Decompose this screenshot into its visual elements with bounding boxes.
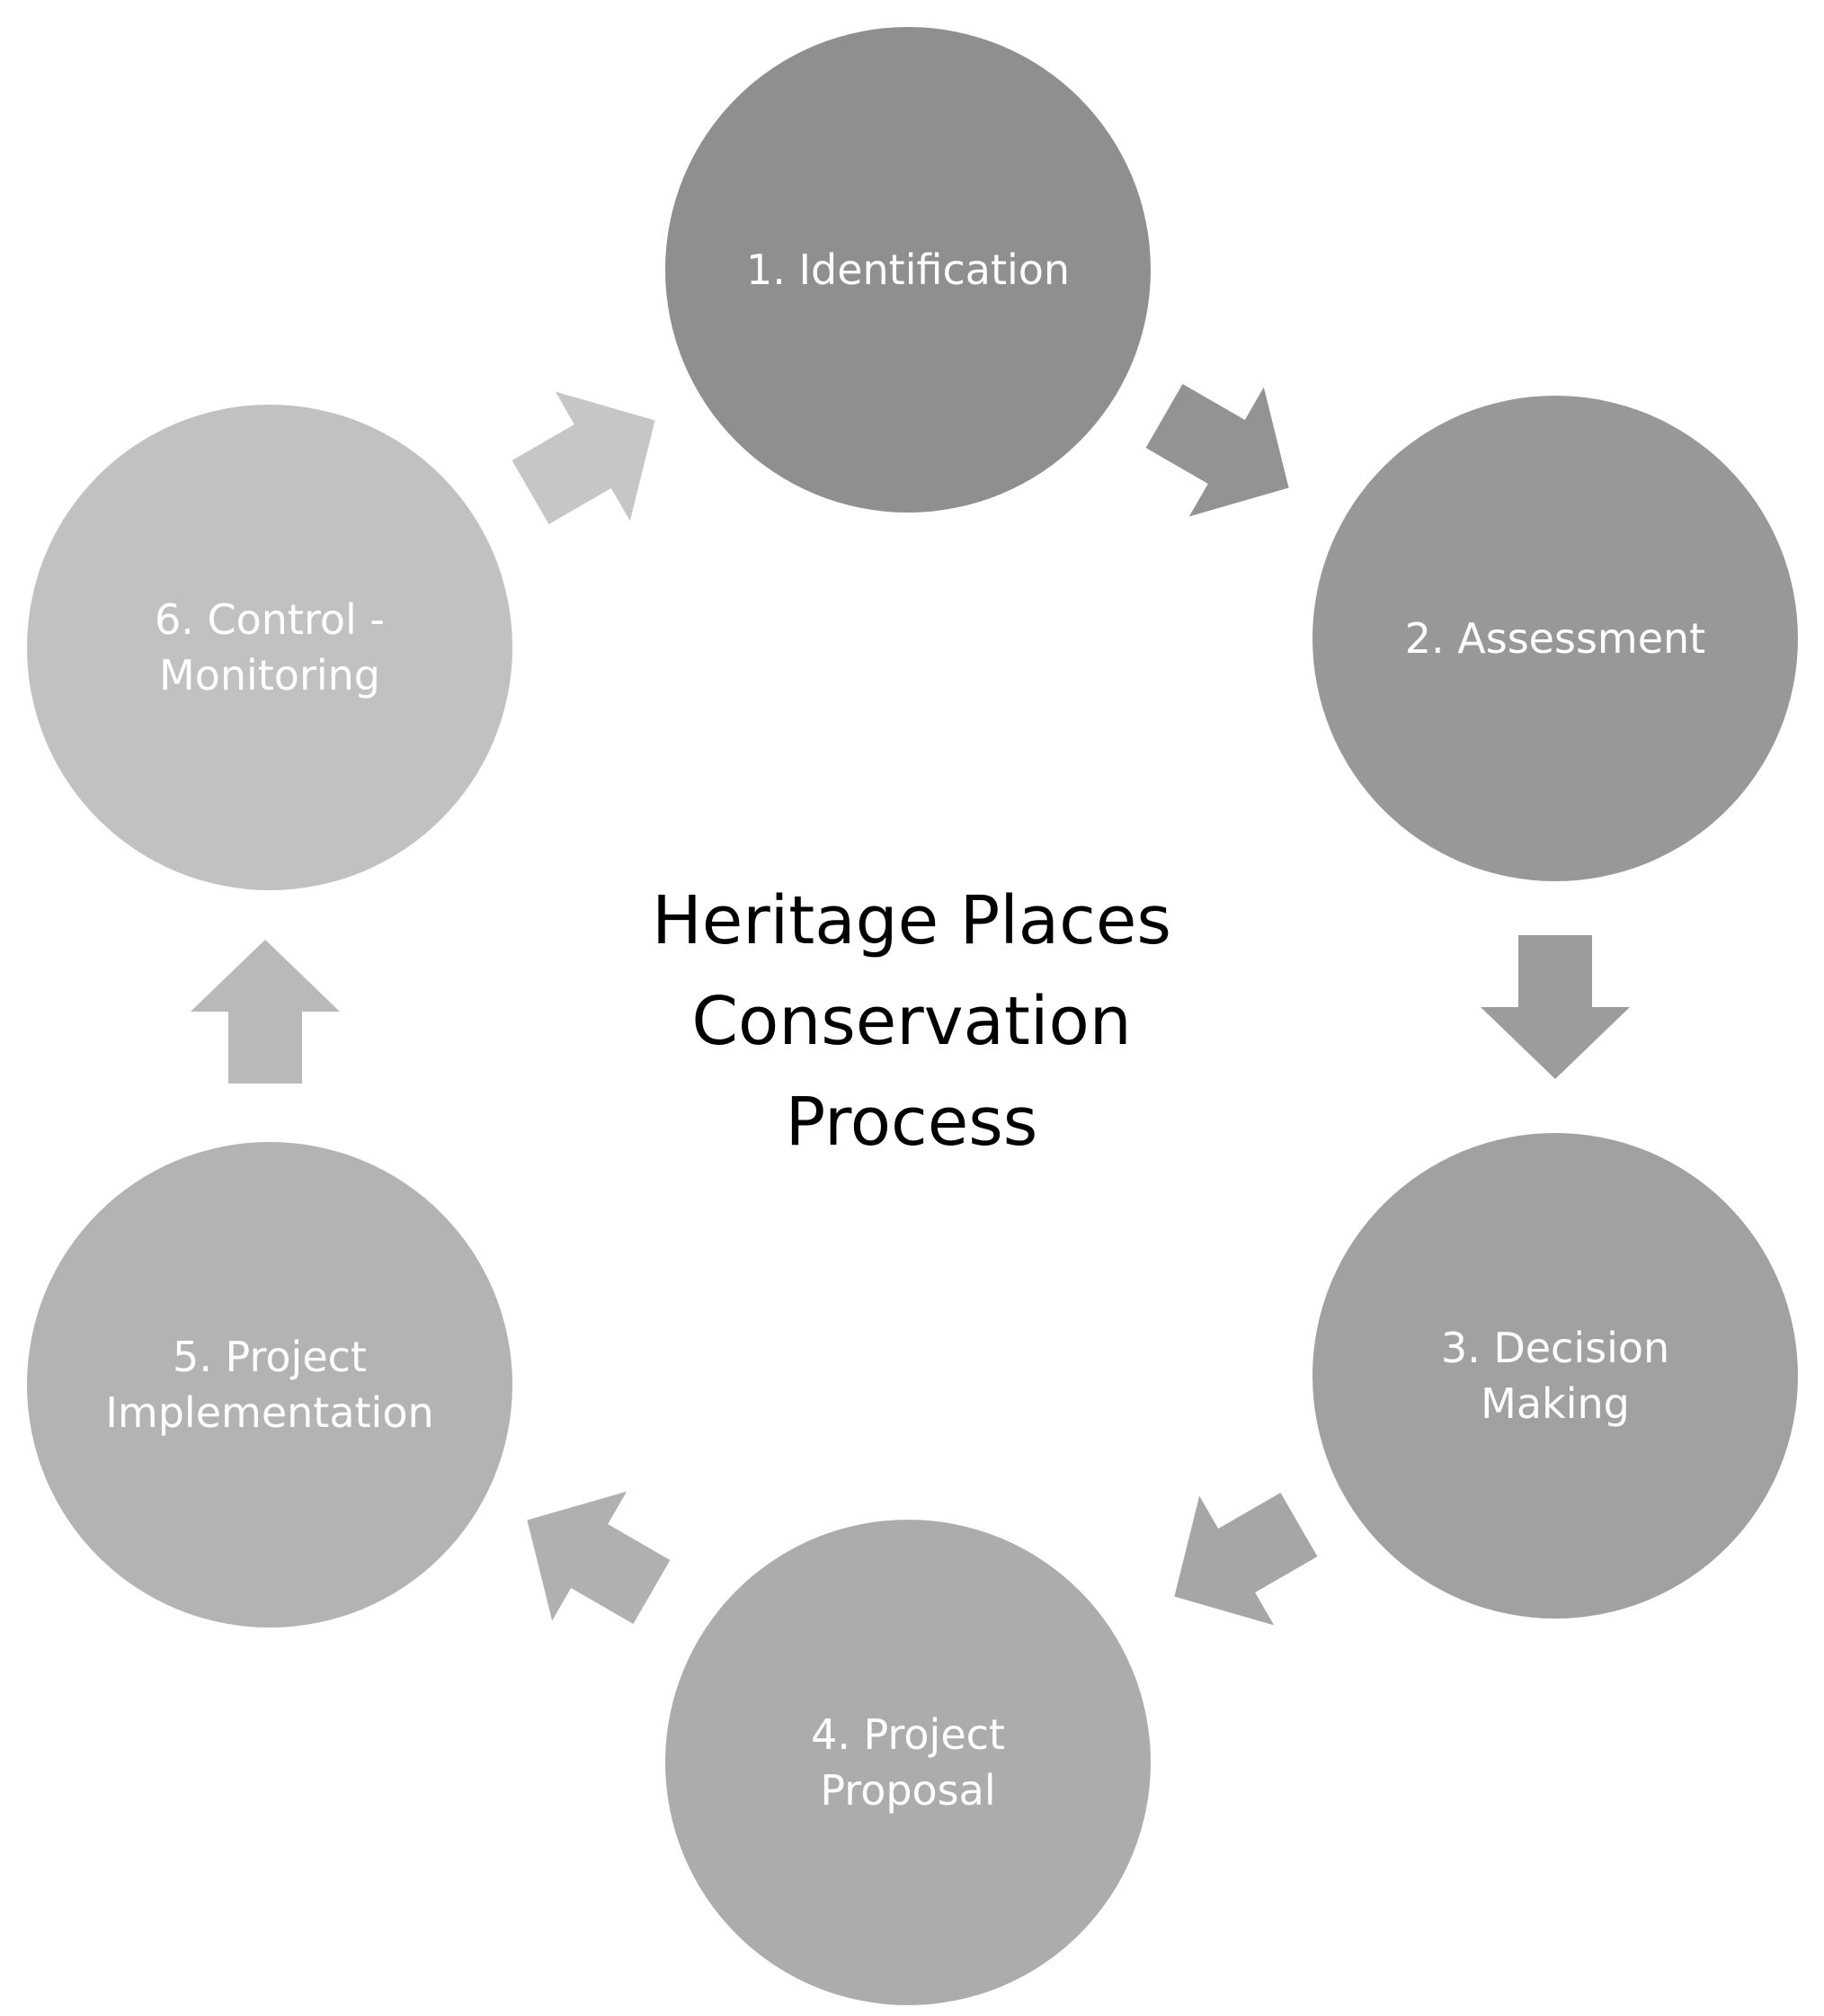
diagram-title: Heritage Places Conservation Process	[507, 870, 1316, 1173]
arrow-3-to-4	[1174, 1492, 1318, 1626]
step-decision-making: 3. Decision Making	[1312, 1133, 1798, 1619]
arrow-5-to-6	[191, 940, 340, 1084]
step-project-implementation: 5. Project Implementation	[27, 1142, 512, 1628]
step-decision-making-label-line-1: 3. Decision	[1440, 1324, 1670, 1372]
arrow-4-to-5	[527, 1491, 671, 1625]
step-project-proposal: 4. Project Proposal	[665, 1520, 1151, 2005]
arrow-6-to-1	[512, 391, 655, 525]
arrow-1-to-2	[1145, 383, 1289, 517]
step-control-monitoring-label-line-1: 6. Control -	[154, 595, 385, 644]
step-control-monitoring-label-line-2: Monitoring	[159, 651, 380, 700]
step-project-proposal-label-line-1: 4. Project	[811, 1710, 1005, 1759]
step-project-implementation-label-line-1: 5. Project	[173, 1333, 367, 1381]
diagram-title-line-2: Conservation	[691, 983, 1132, 1060]
arrow-2-to-3	[1481, 935, 1630, 1079]
step-decision-making-label-line-2: Making	[1481, 1379, 1630, 1428]
step-control-monitoring: 6. Control - Monitoring	[27, 405, 512, 890]
step-identification: 1. Identification	[665, 27, 1151, 513]
step-identification-label: 1. Identification	[745, 245, 1071, 294]
diagram-title-line-1: Heritage Places	[652, 882, 1171, 959]
step-project-implementation-label-line-2: Implementation	[105, 1388, 434, 1437]
step-assessment: 2. Assessment	[1312, 396, 1798, 881]
step-assessment-label: 2. Assessment	[1404, 614, 1706, 663]
step-project-proposal-label-line-2: Proposal	[820, 1766, 996, 1815]
diagram-title-line-3: Process	[785, 1084, 1038, 1161]
